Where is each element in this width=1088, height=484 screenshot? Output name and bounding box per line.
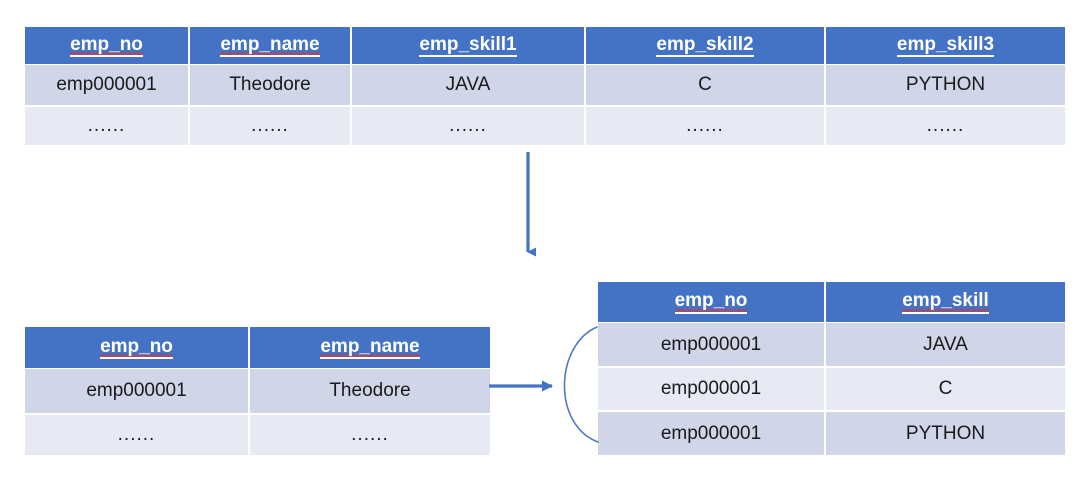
column-header-label: emp_no <box>674 291 748 314</box>
table-header-row: emp_no emp_name emp_skill1 emp_skill2 em… <box>25 27 1065 65</box>
cell-emp-name: ...... <box>190 107 352 147</box>
column-header-emp-skill: emp_skill <box>826 282 1065 323</box>
cell-emp-no: emp000001 <box>25 65 190 107</box>
table-row: emp000001 Theodore <box>25 369 490 415</box>
column-header-emp-skill2: emp_skill2 <box>586 27 826 65</box>
column-header-label: emp_no <box>70 34 143 58</box>
left-bulging-arc <box>563 326 599 443</box>
employee-skill-table: emp_no emp_skill emp000001 JAVA emp00000… <box>598 282 1065 457</box>
column-header-emp-name: emp_name <box>190 27 352 65</box>
column-header-emp-no: emp_no <box>25 327 250 369</box>
cell-emp-no: emp000001 <box>598 323 826 368</box>
table-row: emp000001 PYTHON <box>598 412 1065 457</box>
table-row: emp000001 JAVA <box>598 323 1065 368</box>
column-header-label: emp_skill1 <box>419 34 517 58</box>
cell-emp-name: Theodore <box>190 65 352 107</box>
cell-emp-skill3: PYTHON <box>826 65 1065 107</box>
table-header-row: emp_no emp_skill <box>598 282 1065 323</box>
cell-emp-skill1: JAVA <box>352 65 586 107</box>
cell-emp-skill: PYTHON <box>826 412 1065 457</box>
column-header-label: emp_skill2 <box>656 34 754 58</box>
column-header-emp-no: emp_no <box>25 27 190 65</box>
column-header-emp-no: emp_no <box>598 282 826 323</box>
column-header-label: emp_skill3 <box>896 34 995 58</box>
table-row: emp000001 Theodore JAVA C PYTHON <box>25 65 1065 107</box>
cell-emp-no: ...... <box>25 107 190 147</box>
cell-emp-no: ...... <box>25 415 250 457</box>
column-header-emp-skill1: emp_skill1 <box>352 27 586 65</box>
table-row: ...... ...... ...... ...... ...... <box>25 107 1065 147</box>
unnormalized-employee-table: emp_no emp_name emp_skill1 emp_skill2 em… <box>25 27 1065 147</box>
cell-emp-skill3: ...... <box>826 107 1065 147</box>
cell-emp-name: ...... <box>250 415 490 457</box>
cell-emp-no: emp000001 <box>598 368 826 412</box>
cell-emp-name: Theodore <box>250 369 490 415</box>
cell-emp-skill2: ...... <box>586 107 826 147</box>
cell-emp-skill: JAVA <box>826 323 1065 368</box>
column-header-emp-name: emp_name <box>250 327 490 369</box>
cell-emp-skill2: C <box>586 65 826 107</box>
cell-emp-skill1: ...... <box>352 107 586 147</box>
cell-emp-no: emp000001 <box>25 369 250 415</box>
table-header-row: emp_no emp_name <box>25 327 490 369</box>
column-header-emp-skill3: emp_skill3 <box>826 27 1065 65</box>
column-header-label: emp_no <box>100 336 173 360</box>
cell-emp-skill: C <box>826 368 1065 412</box>
column-header-label: emp_name <box>320 336 420 360</box>
employee-table: emp_no emp_name emp000001 Theodore .....… <box>25 327 490 457</box>
column-header-label: emp_skill <box>902 291 989 314</box>
column-header-label: emp_name <box>220 34 320 58</box>
table-row: emp000001 C <box>598 368 1065 412</box>
table-row: ...... ...... <box>25 415 490 457</box>
cell-emp-no: emp000001 <box>598 412 826 457</box>
